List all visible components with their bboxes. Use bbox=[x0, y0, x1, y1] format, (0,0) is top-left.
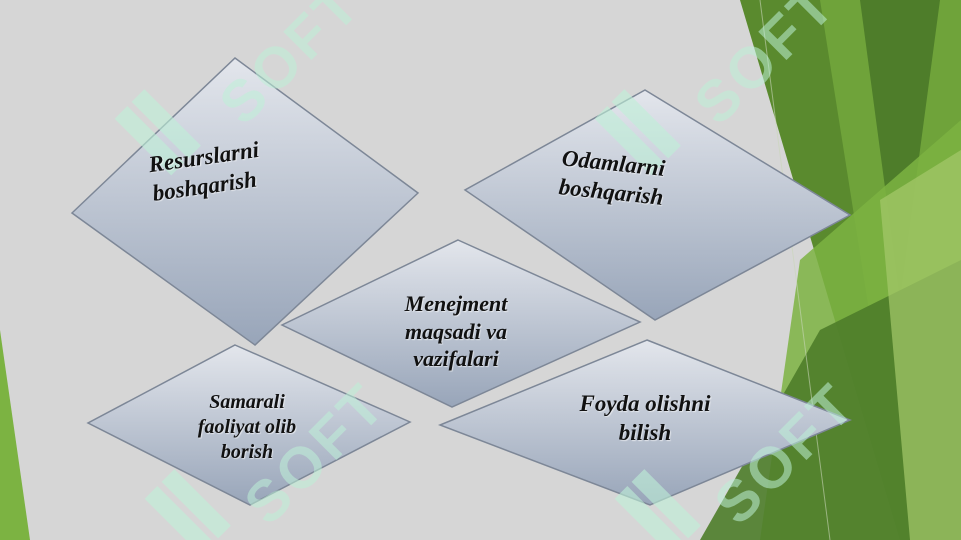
diamond-bottom-right bbox=[437, 339, 852, 506]
diamond-bottom-left bbox=[86, 344, 412, 506]
label-bottom-right: Foyda olishni bilish bbox=[579, 391, 711, 445]
left-green-decoration bbox=[0, 330, 30, 540]
diamond-top-right bbox=[463, 89, 852, 321]
watermark-logo-icon bbox=[114, 89, 701, 540]
diamond-top-left bbox=[70, 57, 420, 346]
label-center: Menejment maqsadi va vazifalari bbox=[404, 291, 508, 371]
label-bottom-left: Samarali faoliyat olib borish bbox=[197, 391, 297, 463]
diamond-center bbox=[280, 239, 642, 408]
